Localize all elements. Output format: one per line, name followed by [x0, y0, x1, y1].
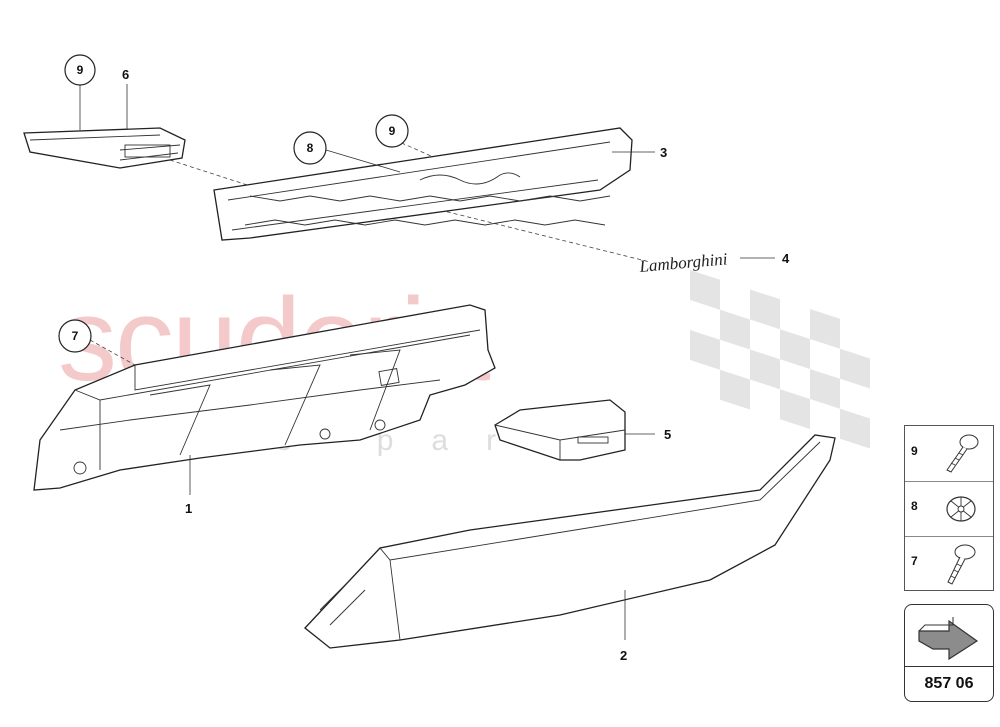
legend-label-7: 7: [911, 554, 918, 568]
legend-row-9: 9: [905, 426, 993, 482]
callout-9a: 9: [64, 54, 96, 86]
callout-9a-label: 9: [77, 63, 84, 77]
part-3-upper-trim: [213, 127, 633, 241]
page-code: 857 06: [905, 666, 993, 701]
part-1-carrier-frame: [33, 304, 496, 491]
part-label-1: 1: [185, 501, 192, 516]
leader-callout-8: [325, 149, 401, 173]
page-code-navigation[interactable]: 857 06: [904, 604, 994, 702]
callout-9b: 9: [375, 114, 409, 148]
part-label-2: 2: [620, 648, 627, 663]
screw-icon: [946, 434, 979, 473]
part-2-glovebox-lid: [304, 434, 836, 649]
callout-7-label: 7: [72, 329, 79, 343]
arrow-right-icon: [918, 617, 979, 661]
legend-label-8: 8: [911, 499, 918, 513]
part-label-4: 4: [782, 251, 790, 266]
legend-row-8: 8: [905, 481, 993, 537]
callout-8-label: 8: [307, 141, 314, 155]
callout-9b-label: 9: [389, 124, 396, 138]
legend-row-7: 7: [905, 536, 993, 591]
callout-8: 8: [293, 131, 327, 165]
clip-nut-icon: [946, 496, 976, 522]
legend-label-9: 9: [911, 444, 918, 458]
callout-7: 7: [58, 319, 92, 353]
fastener-legend: 9 8 7: [904, 425, 994, 591]
part-5-storage-box: [494, 399, 626, 461]
assembly-line-3-4: [439, 209, 651, 263]
screw-icon: [947, 544, 976, 585]
part-label-3: 3: [660, 145, 667, 160]
part-label-5: 5: [664, 427, 671, 442]
assembly-line-7-1: [89, 339, 136, 366]
part-4-emblem: Lamborghini: [638, 249, 729, 276]
checkered-flag-icon: [690, 270, 870, 449]
part-6-vent-module: [23, 127, 186, 169]
part-label-6: 6: [122, 67, 129, 82]
